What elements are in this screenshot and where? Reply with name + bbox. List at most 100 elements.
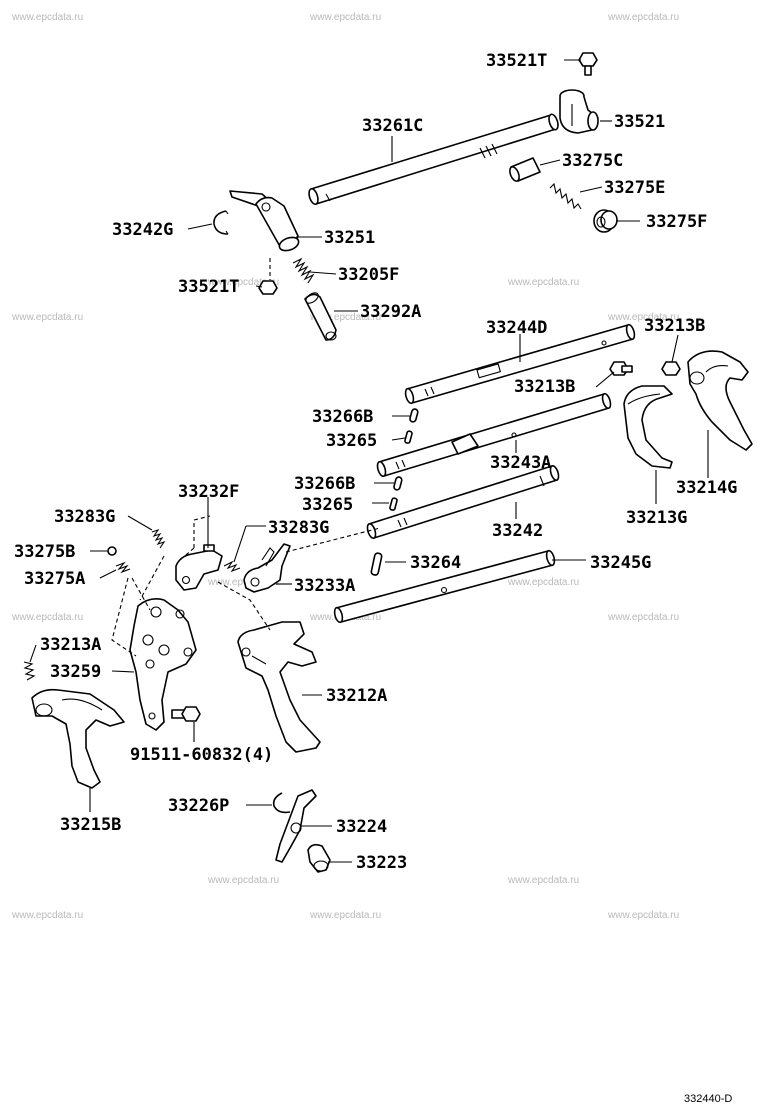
- label-33244d: 33244D: [486, 318, 547, 338]
- label-33213g: 33213G: [626, 508, 687, 528]
- leader-lines: [29, 59, 709, 863]
- bolt-91511-60832: [171, 706, 201, 722]
- label-33266b-lower: 33266B: [294, 474, 355, 494]
- label-33275e: 33275E: [604, 178, 665, 198]
- label-33223: 33223: [356, 853, 407, 873]
- assembly-dash-lines: [111, 515, 381, 657]
- pin-33264: [370, 552, 383, 576]
- label-33243a: 33243A: [490, 453, 551, 473]
- spring-33213a: [23, 661, 36, 681]
- label-33226p: 33226P: [168, 796, 229, 816]
- label-33213b-left: 33213B: [514, 377, 575, 397]
- spring-33275a: [115, 561, 131, 574]
- label-33521: 33521: [614, 112, 665, 132]
- label-33275f: 33275F: [646, 212, 707, 232]
- label-33233a: 33233A: [294, 576, 355, 596]
- pin-33292a: [304, 292, 337, 341]
- watermark: www.epcdata.ru: [507, 577, 579, 588]
- spring-33283g-upper: [151, 528, 166, 549]
- label-33224: 33224: [336, 817, 387, 837]
- part-shapes: [23, 52, 753, 873]
- lever-33251: [229, 190, 300, 252]
- ball-33275b: [107, 546, 117, 556]
- fork-33215b: [31, 688, 125, 789]
- watermark: www.epcdata.ru: [507, 875, 579, 886]
- rod-33243a: [376, 392, 612, 478]
- label-33266b-upper: 33266B: [312, 407, 373, 427]
- plug-33275f: [593, 209, 618, 233]
- watermark: www.epcdata.ru: [207, 577, 279, 588]
- watermark: www.epcdata.ru: [607, 12, 679, 23]
- watermark: www.epcdata.ru: [11, 12, 83, 23]
- part-labels: 33521T 33521 33261C 33275C 33275E 33275F…: [14, 51, 737, 873]
- label-33214g: 33214G: [676, 478, 737, 498]
- bushing-33223: [307, 843, 331, 873]
- watermark: www.epcdata.ru: [309, 12, 381, 23]
- housing-33521: [559, 89, 599, 134]
- watermark: www.epcdata.ru: [607, 910, 679, 921]
- label-33275b: 33275B: [14, 542, 75, 562]
- fork-33214g: [687, 350, 753, 451]
- watermark: www.epcdata.ru: [11, 910, 83, 921]
- bolt-33213b-left: [609, 361, 633, 376]
- watermark: www.epcdata.ru: [309, 312, 381, 323]
- spring-33275e: [549, 182, 582, 210]
- label-33251: 33251: [324, 228, 375, 248]
- fork-33212a: [237, 621, 321, 753]
- bolt-33213b-right: [661, 361, 681, 376]
- label-33261c: 33261C: [362, 116, 423, 136]
- label-91511-60832: 91511-60832(4): [130, 745, 273, 765]
- watermark: www.epcdata.ru: [607, 612, 679, 623]
- label-33212a: 33212A: [326, 686, 387, 706]
- housing-33259: [129, 598, 197, 731]
- diagram-code: 332440-D: [684, 1093, 732, 1105]
- watermark: www.epcdata.ru: [207, 875, 279, 886]
- pin-33265-upper: [404, 430, 413, 444]
- lever-33233a: [243, 543, 291, 593]
- label-33283g-right: 33283G: [268, 518, 329, 538]
- block-33232f: [175, 544, 223, 591]
- label-33275a: 33275A: [24, 569, 85, 589]
- rod-33242: [366, 464, 560, 540]
- watermark: www.epcdata.ru: [507, 277, 579, 288]
- label-33283g-left: 33283G: [54, 507, 115, 527]
- label-33213a: 33213A: [40, 635, 101, 655]
- watermark: www.epcdata.ru: [11, 612, 83, 623]
- spring-33205f: [292, 257, 315, 284]
- label-33265-lower: 33265: [302, 495, 353, 515]
- label-33213b-right: 33213B: [644, 316, 705, 336]
- spring-33283g-lower: [223, 560, 241, 573]
- label-33205f: 33205F: [338, 265, 399, 285]
- label-33232f: 33232F: [178, 482, 239, 502]
- label-33264: 33264: [410, 553, 461, 573]
- label-33275c: 33275C: [562, 151, 623, 171]
- label-33242g: 33242G: [112, 220, 173, 240]
- label-33245g: 33245G: [590, 553, 651, 573]
- label-33259: 33259: [50, 662, 101, 682]
- bolt-33521t-lower: [258, 258, 278, 295]
- watermark: www.epcdata.ru: [309, 910, 381, 921]
- rod-33244d: [404, 323, 636, 405]
- watermark: www.epcdata.ru: [607, 312, 679, 323]
- watermark: www.epcdata.ru: [11, 312, 83, 323]
- rod-33261c: [308, 113, 559, 206]
- sleeve-33275c: [509, 157, 541, 182]
- watermark: www.epcdata.ru: [207, 277, 279, 288]
- snap-ring-33242g: [213, 210, 229, 235]
- snap-ring-33226p: [272, 792, 291, 814]
- pin-33266b-lower: [393, 476, 403, 491]
- label-33265-upper: 33265: [326, 431, 377, 451]
- label-33292a: 33292A: [360, 302, 421, 322]
- label-33242: 33242: [492, 521, 543, 541]
- pin-33266b-upper: [409, 408, 419, 423]
- pad-33213g: [623, 385, 673, 469]
- pin-33265-lower: [389, 497, 398, 511]
- label-33521t-top: 33521T: [486, 51, 547, 71]
- rod-33245g: [333, 549, 556, 624]
- label-33521t-lower: 33521T: [178, 277, 239, 297]
- watermarks: www.epcdata.ru www.epcdata.ru www.epcdat…: [11, 12, 679, 921]
- lever-33224: [275, 789, 317, 863]
- label-33215b: 33215B: [60, 815, 121, 835]
